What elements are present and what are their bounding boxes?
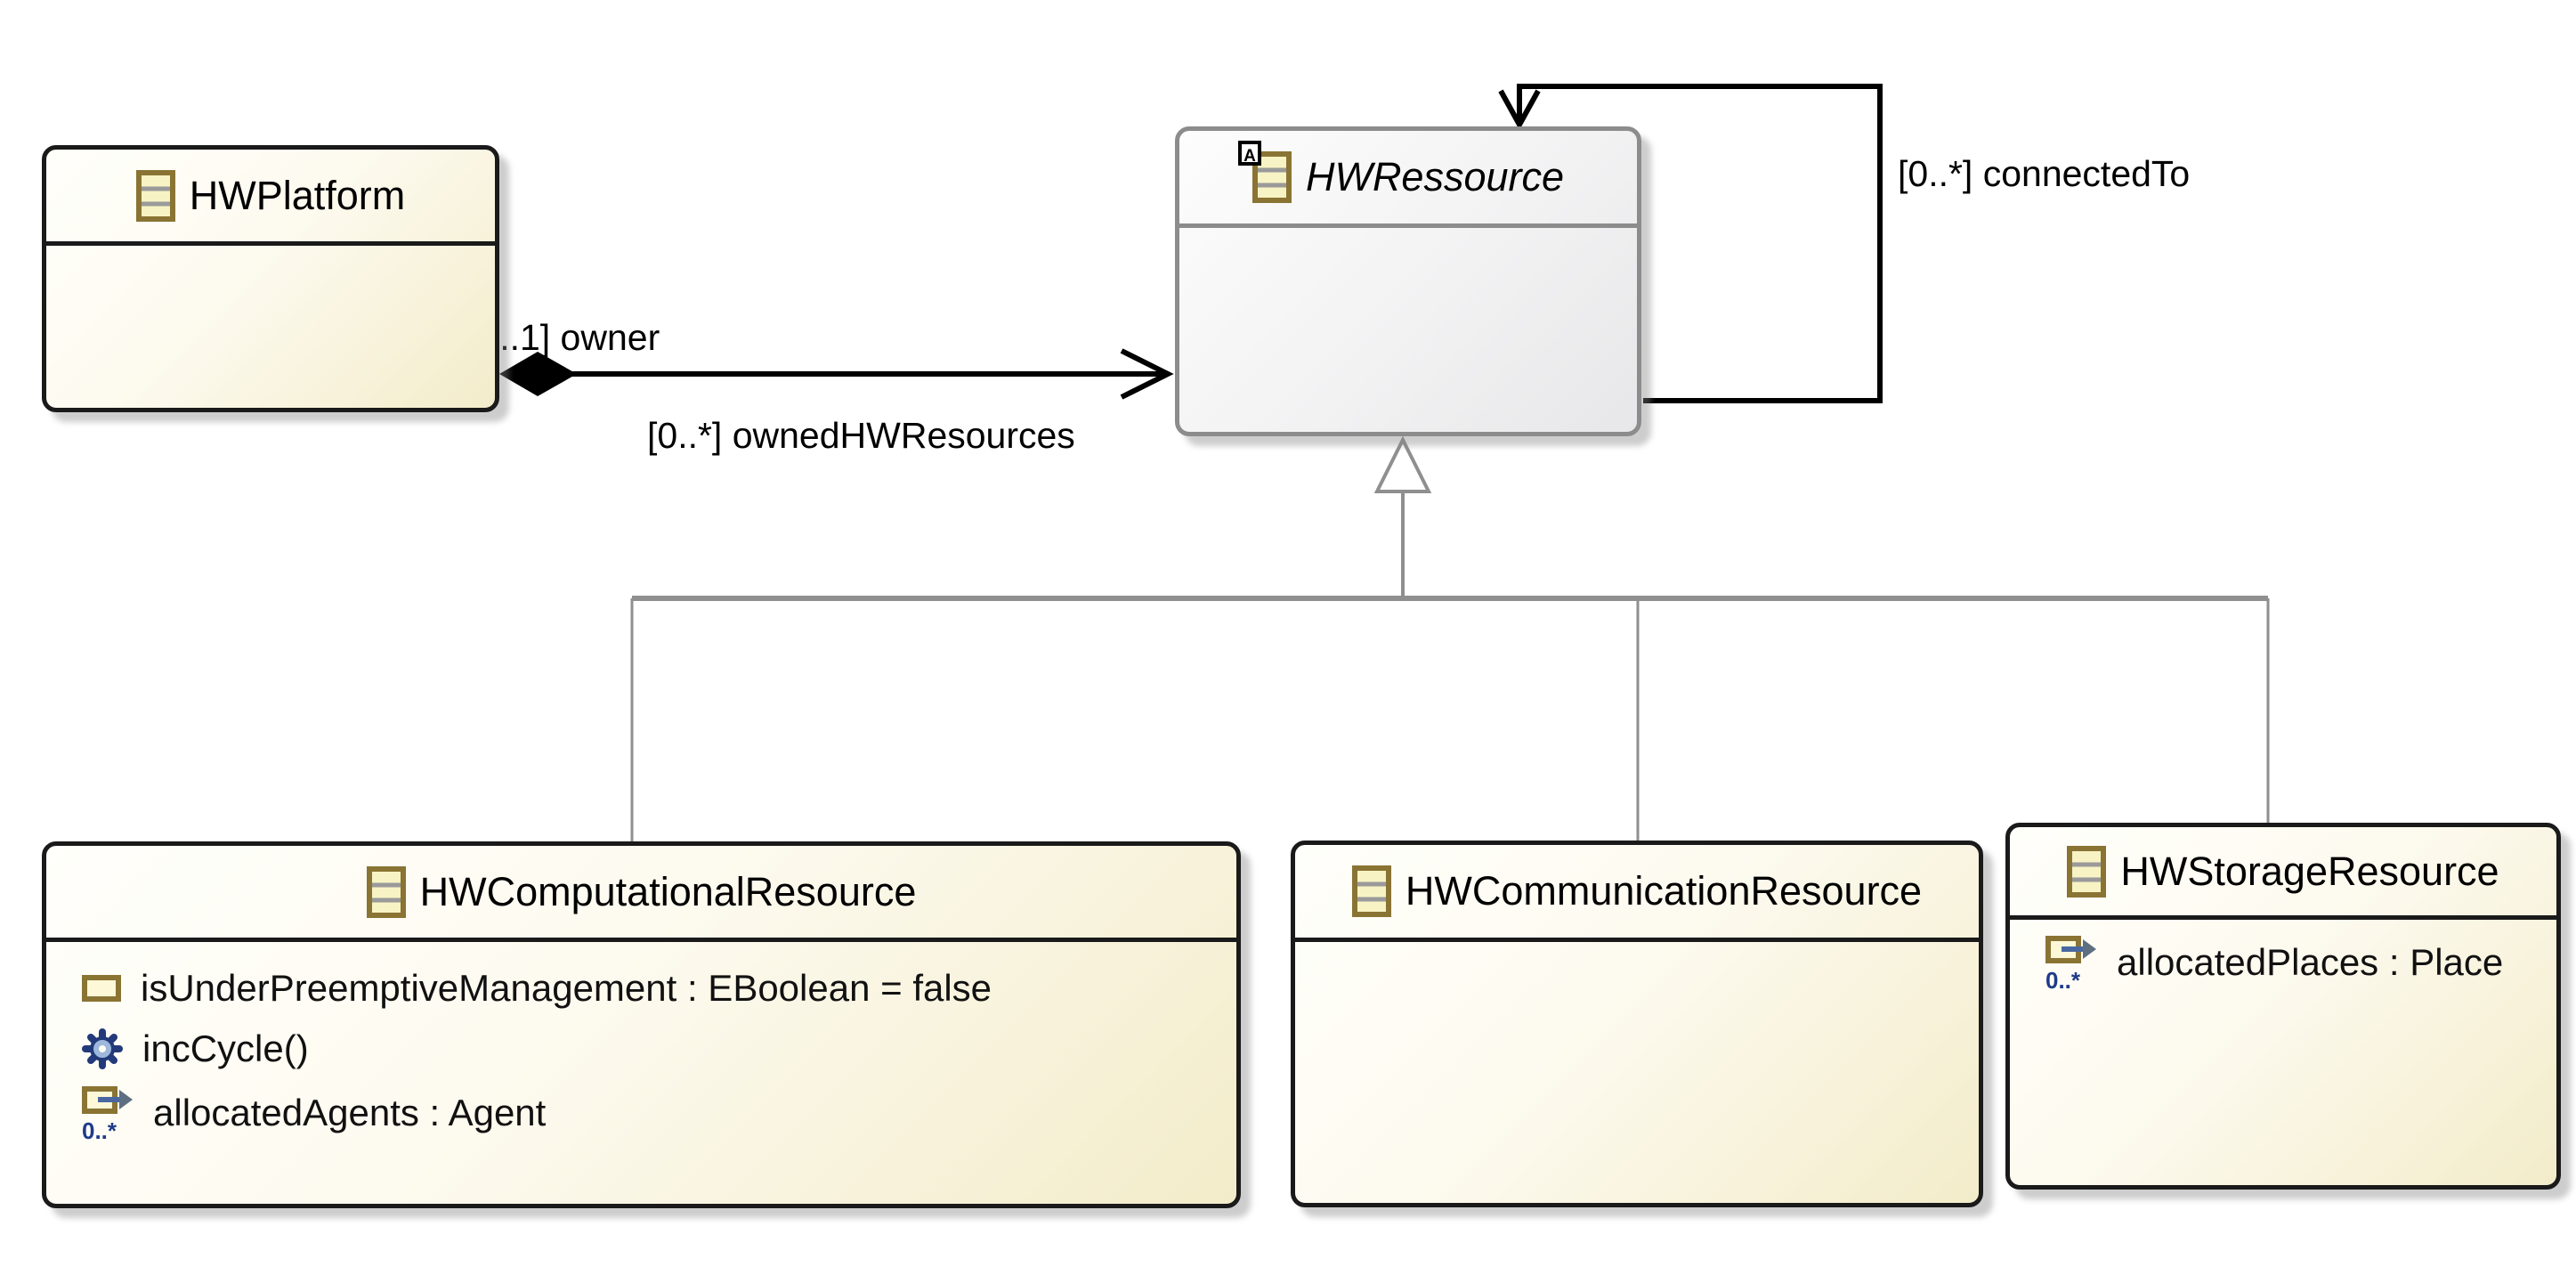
self-reference-edge[interactable] (1498, 84, 1883, 403)
eclass-icon (2067, 845, 2107, 897)
ereference-icon: 0..* (82, 1082, 134, 1144)
generalization-edges[interactable] (630, 435, 2270, 844)
multiplicity-badge: 0..* (2045, 967, 2081, 994)
operation-text: incCycle() (142, 1027, 309, 1069)
class-name: HWPlatform (189, 172, 406, 218)
class-body: isUnderPreemptiveManagement : EBoolean =… (46, 942, 1236, 1147)
eclass-icon (366, 865, 406, 918)
eoperation-gear-icon (82, 1028, 123, 1069)
class-name: HWComputationalResource (419, 868, 917, 914)
reference-text: allocatedAgents : Agent (153, 1092, 547, 1133)
eattribute-icon (82, 975, 121, 1002)
class-header: HWCommunicationResource (1295, 845, 1979, 942)
class-hwcommunicationresource[interactable]: HWCommunicationResource (1291, 841, 1983, 1207)
connected-to-role-label[interactable]: [0..*] connectedTo (1898, 153, 2191, 194)
class-hwstorageresource[interactable]: HWStorageResource 0..* allocatedPlaces :… (2005, 823, 2561, 1190)
abstract-badge: A (1237, 141, 1261, 166)
class-header: HWStorageResource (2010, 827, 2556, 920)
class-hwcomputationalresource[interactable]: HWComputationalResource isUnderPreemptiv… (42, 841, 1241, 1208)
attribute-text: isUnderPreemptiveManagement : EBoolean =… (141, 967, 992, 1009)
class-body: 0..* allocatedPlaces : Place (2010, 920, 2556, 996)
composition-edge[interactable] (499, 348, 1174, 400)
class-name: HWRessource (1305, 154, 1565, 199)
composition-diamond-icon (499, 352, 577, 396)
eclass-icon (135, 169, 175, 222)
reference-row[interactable]: 0..* allocatedAgents : Agent (82, 1079, 1236, 1147)
class-body (46, 246, 495, 262)
operation-row[interactable]: incCycle() (82, 1019, 1236, 1079)
owner-role-label[interactable]: [0..1] owner (469, 317, 660, 358)
class-header: A HWRessource (1179, 131, 1637, 228)
class-hwplatform[interactable]: HWPlatform (42, 145, 499, 412)
arrowhead-icon (1120, 348, 1174, 400)
class-body (1179, 228, 1637, 244)
class-header: HWPlatform (46, 150, 495, 246)
class-hwressource[interactable]: A HWRessource (1175, 126, 1641, 436)
multiplicity-badge: 0..* (82, 1117, 117, 1144)
reference-text: allocatedPlaces : Place (2117, 941, 2504, 983)
generalization-triangle-icon (1373, 435, 1432, 493)
eclass-icon: A (1237, 141, 1292, 203)
class-header: HWComputationalResource (46, 846, 1236, 942)
eclass-icon (1351, 865, 1391, 917)
owned-hwresources-role-label[interactable]: [0..*] ownedHWResources (647, 415, 1075, 456)
class-body (1295, 942, 1979, 958)
ereference-icon: 0..* (2045, 931, 2097, 994)
arrowhead-icon (1498, 89, 1541, 131)
class-name: HWStorageResource (2120, 848, 2499, 894)
class-name: HWCommunicationResource (1405, 868, 1923, 914)
reference-row[interactable]: 0..* allocatedPlaces : Place (2045, 929, 2556, 996)
attribute-row[interactable]: isUnderPreemptiveManagement : EBoolean =… (82, 958, 1236, 1019)
